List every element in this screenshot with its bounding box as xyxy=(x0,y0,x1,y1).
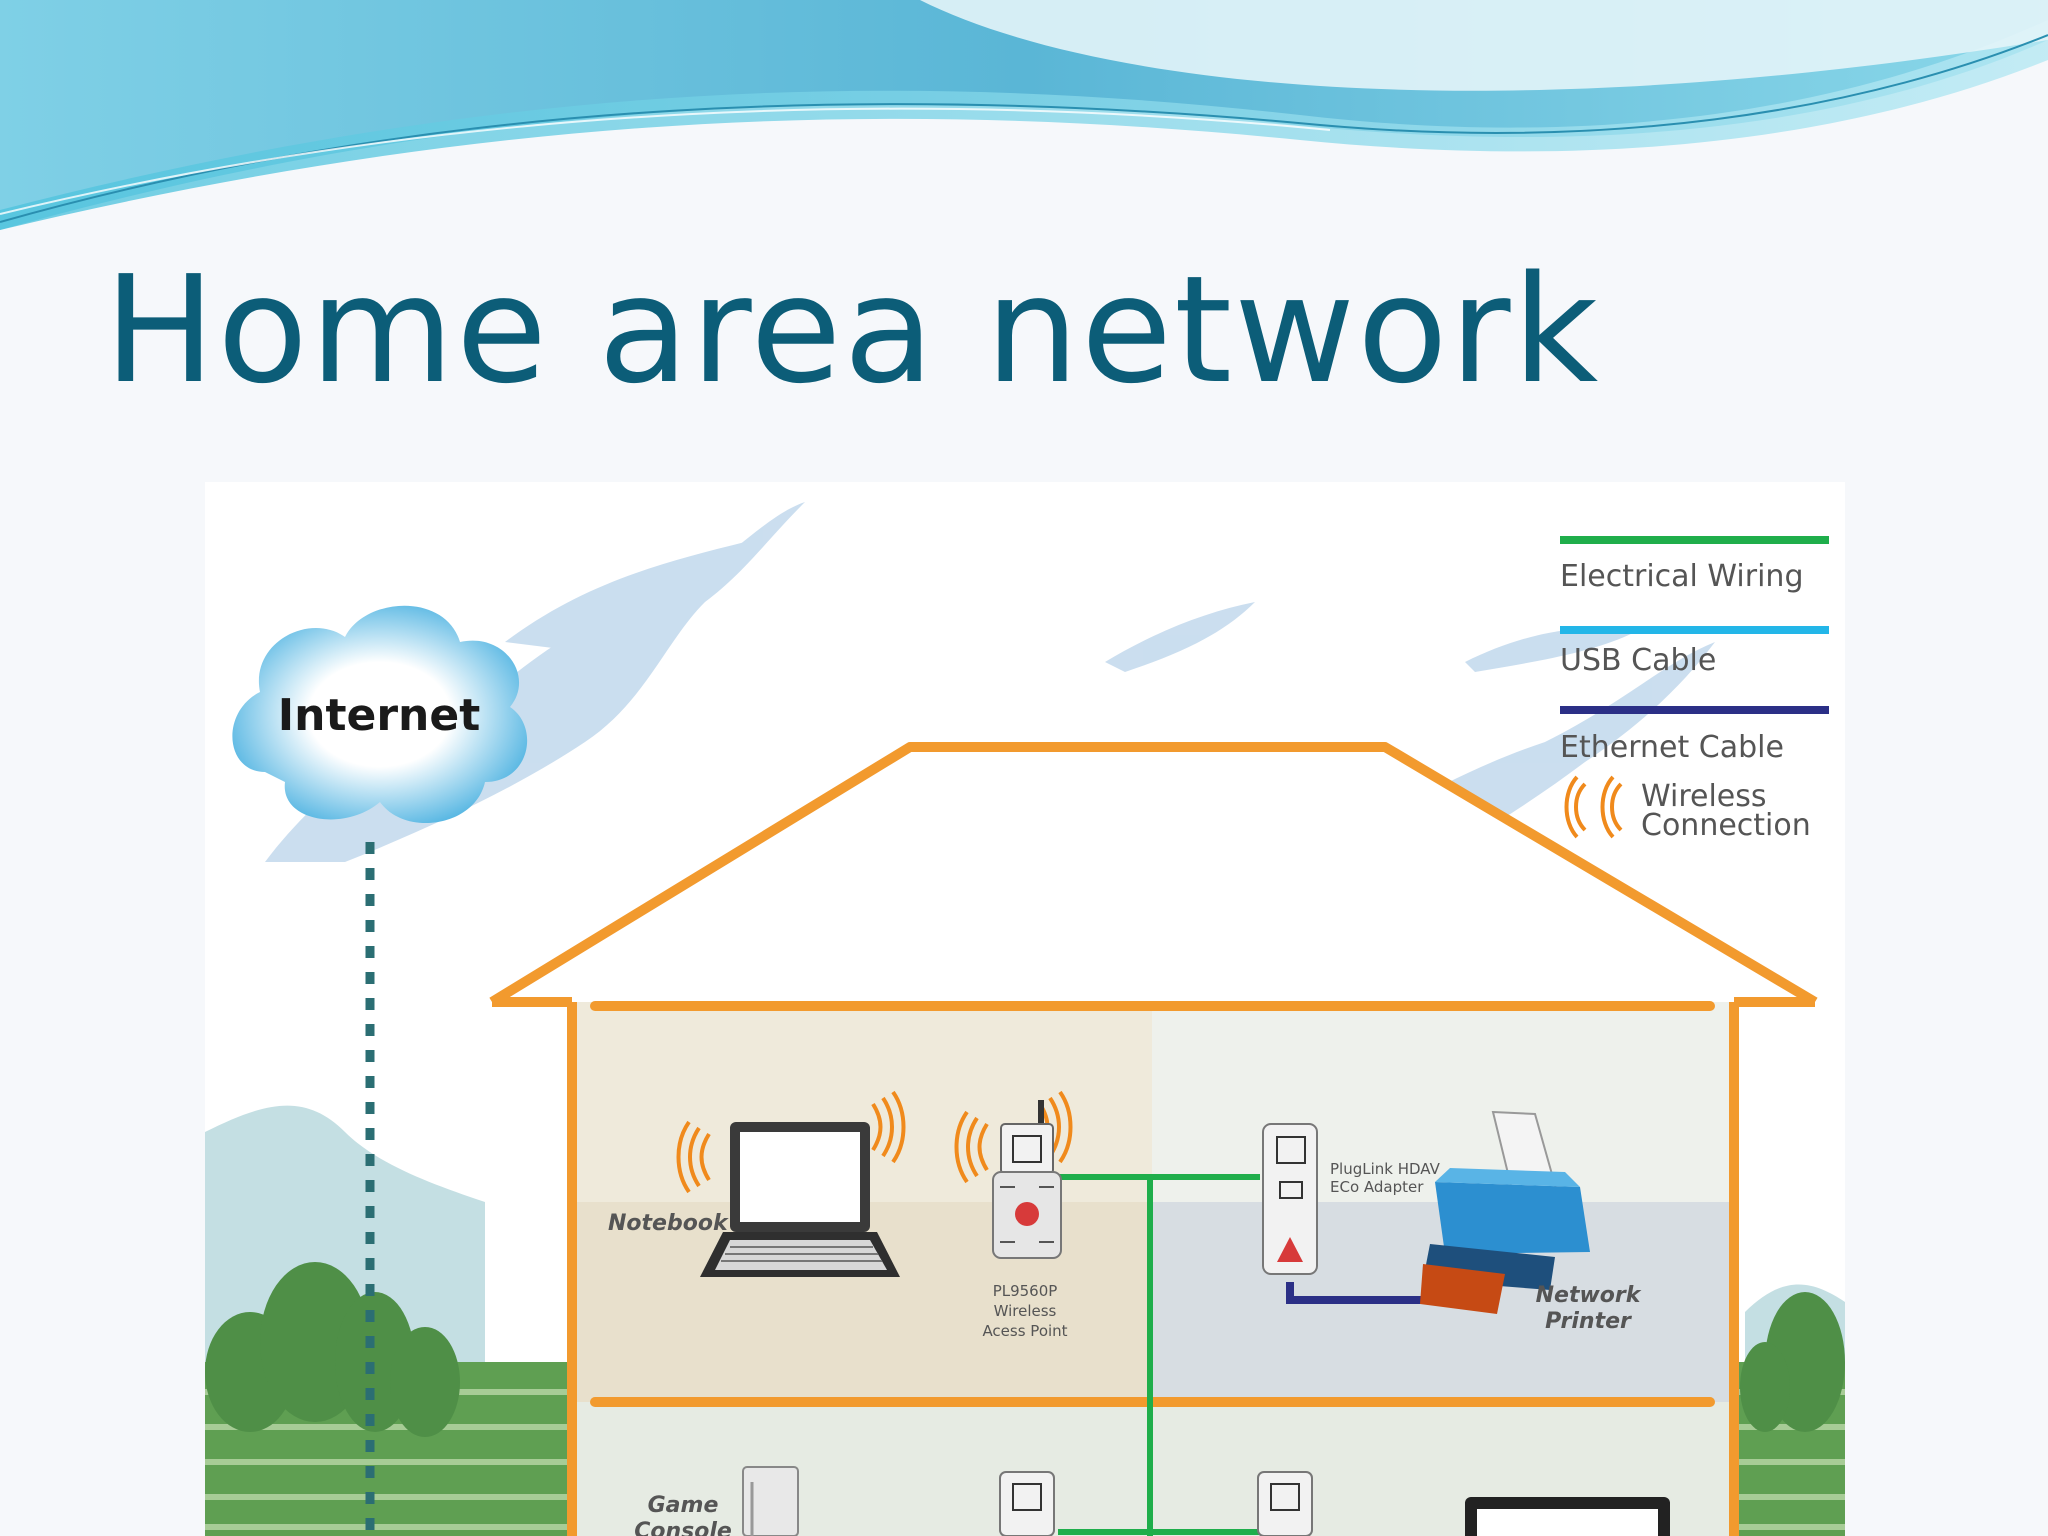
home-network-diagram: Internet xyxy=(205,482,1845,1536)
access-point-label-line2: Wireless xyxy=(994,1302,1057,1320)
console-label-line1: Game xyxy=(648,1493,719,1518)
wireless-access-point xyxy=(992,1100,1062,1259)
adapter-label-line2: ECo Adapter xyxy=(1330,1178,1424,1196)
legend-usb-cable: USB Cable xyxy=(1560,643,1716,678)
legend-wireless-icon xyxy=(1564,775,1623,839)
console-label-line2: Console xyxy=(634,1519,732,1536)
outlet-lower-left xyxy=(999,1471,1055,1536)
notebook-laptop xyxy=(700,1122,900,1277)
header-wave-decoration xyxy=(0,0,2048,230)
network-printer xyxy=(1420,1110,1590,1314)
electrical-wiring-lines xyxy=(1058,1174,1260,1536)
legend-electrical-wiring: Electrical Wiring xyxy=(1560,559,1804,594)
trees xyxy=(205,1262,1845,1437)
access-point-label-line1: PL9560P xyxy=(993,1282,1058,1300)
game-console xyxy=(742,1466,799,1536)
outlet-lower-right xyxy=(1257,1471,1313,1536)
legend-wireless-line2: Connection xyxy=(1641,808,1811,843)
legend-wireless-line1: Wireless xyxy=(1641,779,1767,814)
legend-ethernet-cable: Ethernet Cable xyxy=(1560,730,1784,765)
pluglink-adapter xyxy=(1262,1123,1318,1275)
adapter-label-line1: PlugLink HDAV xyxy=(1330,1160,1441,1178)
internet-cloud: Internet xyxy=(232,605,528,824)
printer-label-line2: Printer xyxy=(1545,1309,1632,1334)
slide-title: Home area network xyxy=(104,244,1601,416)
legend: Electrical Wiring USB Cable Ethernet Cab… xyxy=(1560,536,1829,843)
access-point-label-line3: Acess Point xyxy=(982,1322,1067,1340)
printer-label-line1: Network xyxy=(1536,1283,1642,1308)
notebook-label: Notebook xyxy=(608,1211,729,1236)
internet-label: Internet xyxy=(278,690,480,741)
television xyxy=(1465,1497,1670,1536)
